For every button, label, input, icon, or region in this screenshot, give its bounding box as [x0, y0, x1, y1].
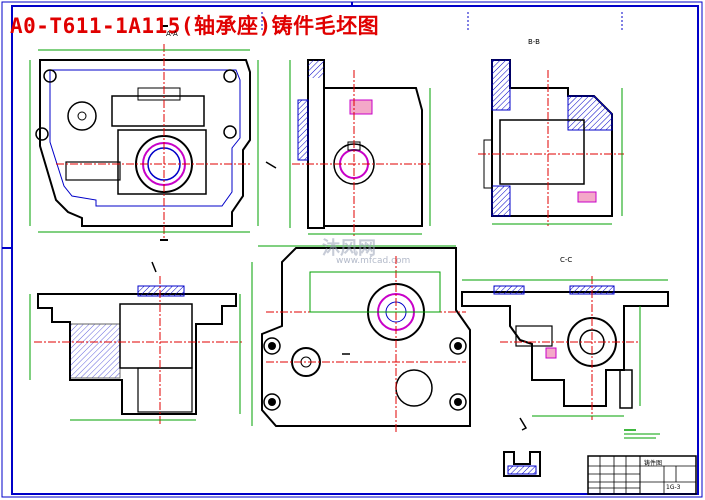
- view-tag-section-right: B-B: [528, 38, 540, 46]
- view-front: [29, 25, 259, 241]
- view-top: [251, 245, 471, 432]
- watermark-url: www.mfcad.com: [336, 256, 411, 266]
- view-bottom-left-label-mark: [151, 261, 157, 273]
- view-top-bolt-hole-bl: [263, 393, 281, 411]
- view-front-corner-hole-ml: [35, 127, 49, 141]
- view-bottom-right-side-box: [515, 325, 553, 347]
- view-section-right-bore: [499, 119, 585, 185]
- view-bottom-left-block: [119, 303, 193, 369]
- view-bottom-left: [29, 261, 242, 424]
- view-tag-bottom-right: C-C: [560, 256, 573, 264]
- view-top-bolt-hole-tl-inner: [268, 342, 276, 350]
- view-side-hatch-left: [297, 99, 309, 161]
- view-top-dim-box: [309, 271, 441, 313]
- view-section-right: [478, 59, 624, 226]
- view-top-bolt-hole-tl: [263, 337, 281, 355]
- view-top-bolt-hole-br: [449, 393, 467, 411]
- view-section-right-left-boss: [483, 139, 493, 189]
- view-front-upper-box: [111, 95, 205, 127]
- view-front-small-boss-inner: [77, 111, 87, 121]
- view-top-bolt-hole-br-inner: [454, 398, 462, 406]
- view-top-bolt-hole-tr-inner: [454, 342, 462, 350]
- watermark-brand: 沐风网: [322, 238, 376, 259]
- view-detail-small-hatch: [507, 465, 537, 475]
- view-section-right-hatch-corner: [567, 95, 613, 131]
- view-front-corner-hole-mr: [223, 125, 237, 139]
- view-top-bolt-hole-bl-inner: [268, 398, 276, 406]
- view-bottom-left-top-boss: [137, 285, 185, 297]
- view-front-corner-hole-tl: [43, 69, 57, 83]
- technical-notes: [624, 429, 660, 439]
- title-block: [587, 455, 697, 495]
- view-bottom-right-boss: [545, 347, 557, 359]
- view-side-boss-top: [349, 99, 373, 115]
- title-block-name: 铸件图: [644, 460, 663, 467]
- view-section-right-hatch-bottom: [491, 185, 511, 217]
- view-front-small-boss: [67, 101, 97, 131]
- view-bottom-right-section-mark: [519, 417, 528, 431]
- view-section-right-boss: [577, 191, 597, 203]
- inner-frame: [11, 5, 699, 495]
- title-block-code: 1G-3: [666, 484, 681, 491]
- view-front-corner-hole-tr: [223, 69, 237, 83]
- view-bottom-right-foot: [619, 369, 633, 409]
- title-block-border: [587, 455, 697, 495]
- view-front-lower-rib: [65, 161, 121, 181]
- view-detail-small-outline: [503, 451, 541, 477]
- view-bottom-right: [461, 276, 669, 431]
- view-bottom-right-top-hatch-1: [493, 285, 525, 295]
- view-side-flange: [307, 59, 325, 229]
- view-top-bolt-hole-tr: [449, 337, 467, 355]
- view-section-right-hatch-top: [491, 59, 511, 111]
- drawing-title: A0-T611-1A115(轴承座)铸件毛坯图: [10, 14, 380, 38]
- view-side-body-outline: [323, 87, 423, 227]
- view-top-outline: [261, 247, 471, 427]
- view-side-section: [265, 59, 432, 236]
- view-tag-front: A-A: [166, 30, 178, 38]
- view-bottom-left-left-flange: [69, 323, 121, 379]
- view-front-top-box: [137, 87, 181, 101]
- view-front-body-outline: [39, 59, 251, 227]
- view-front-inner-outline: [49, 69, 241, 207]
- view-side-label-mark: [265, 161, 277, 169]
- view-side-hatch-top: [308, 60, 324, 78]
- view-detail-small: [503, 451, 541, 477]
- view-bottom-left-base-outline: [37, 293, 237, 415]
- view-bottom-left-foot: [137, 367, 193, 413]
- view-bottom-right-outline: [461, 291, 669, 407]
- view-top-large-hole: [395, 369, 433, 407]
